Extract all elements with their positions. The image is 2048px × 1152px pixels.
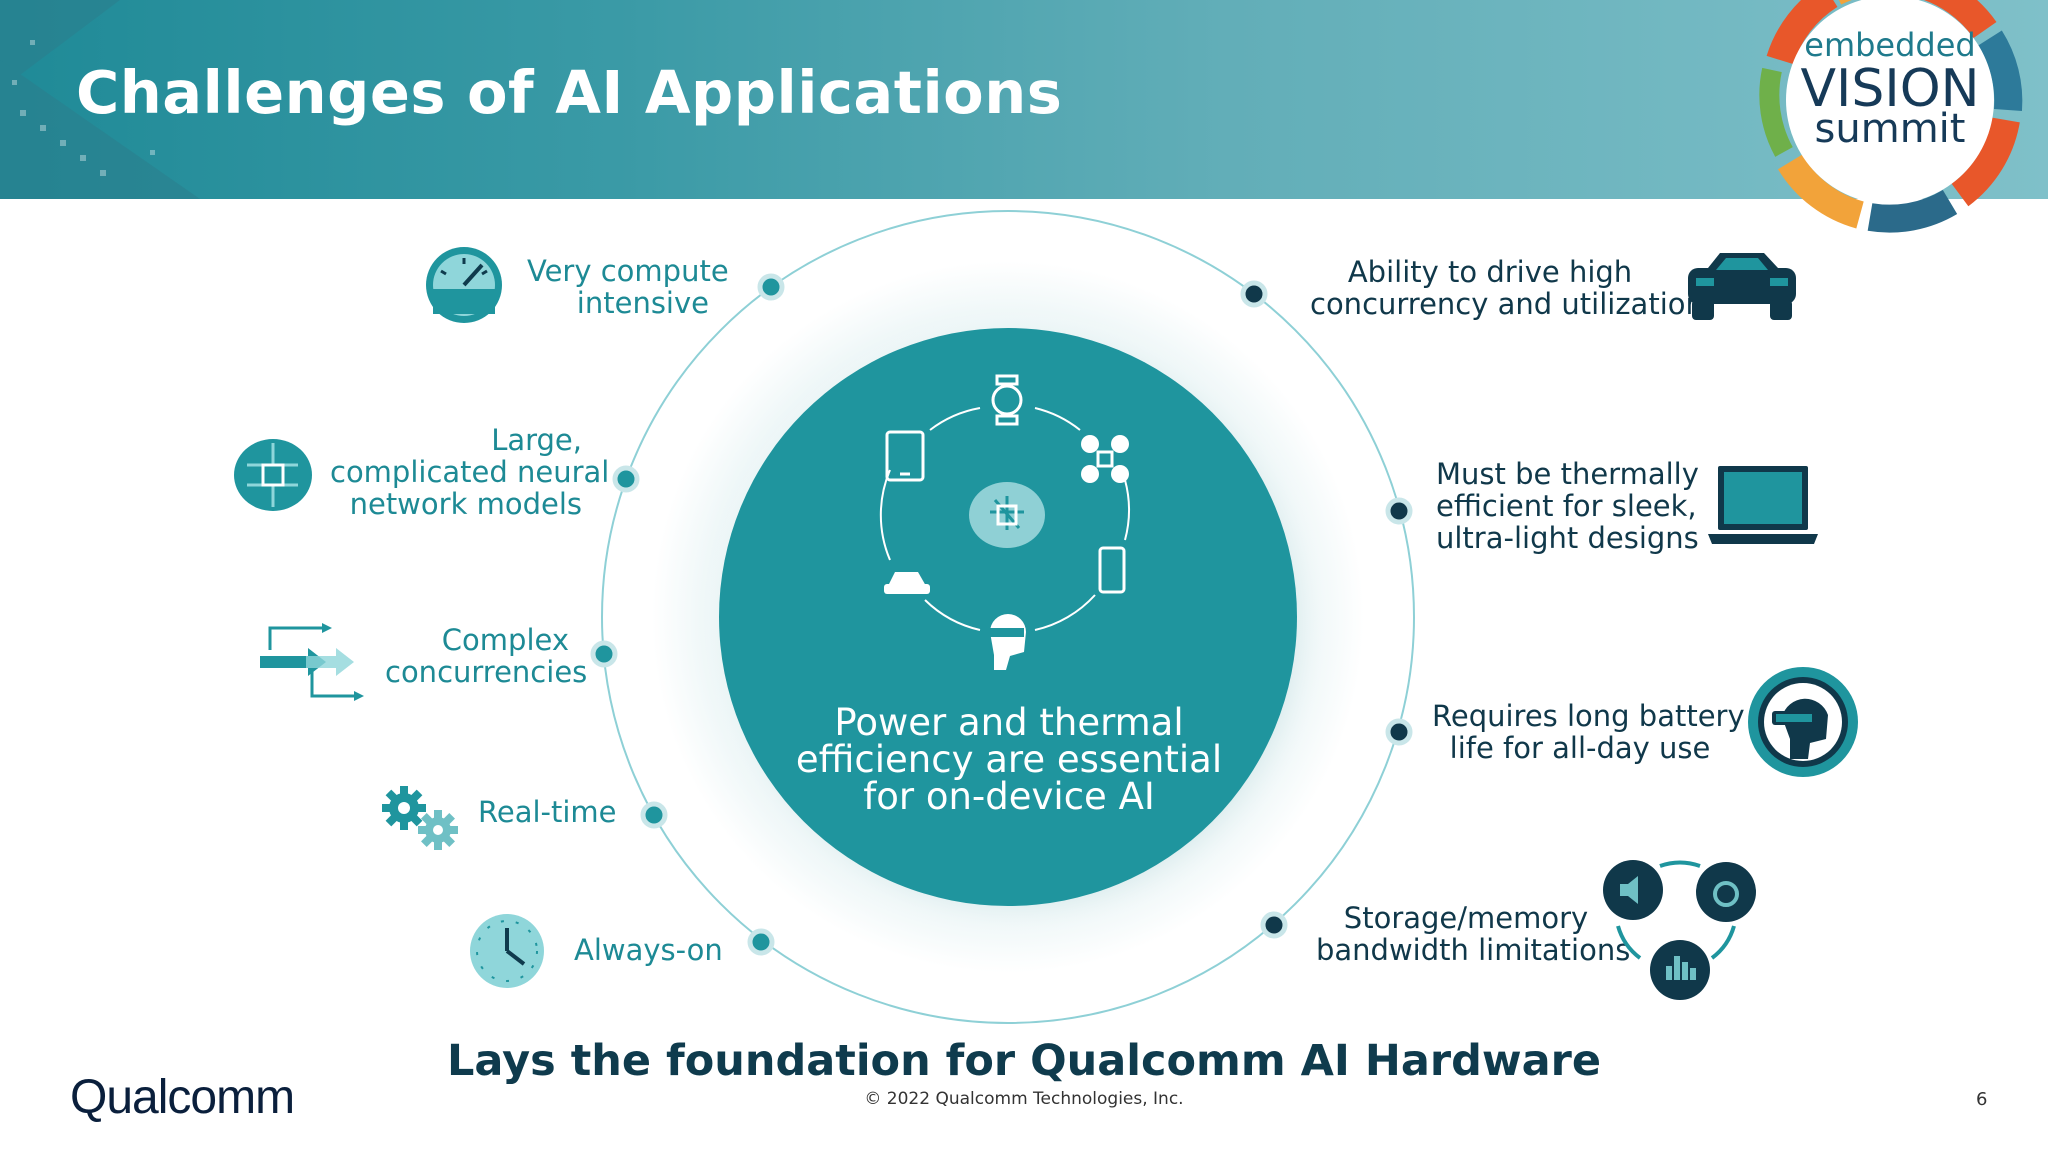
label-complex-concurrencies: Complex concurrencies <box>385 623 588 689</box>
center-line-2: efficiency are essential <box>795 738 1223 781</box>
label-line: Must be thermally <box>1436 457 1699 491</box>
label-line: Ability to drive high <box>1347 255 1633 289</box>
laptop-icon <box>1708 466 1818 544</box>
vr-user-icon <box>990 614 1026 670</box>
ring-dot-3 <box>590 640 618 668</box>
label-line: Very compute <box>527 254 729 288</box>
label-line: concurrency and utilization <box>1310 287 1704 321</box>
ring-dot-4 <box>640 801 668 829</box>
brain-chip-icon <box>234 439 312 511</box>
label-always-on: Always-on <box>574 933 723 967</box>
center-line-1: Power and thermal <box>834 701 1184 744</box>
outer-ring <box>601 210 1415 1024</box>
watch-icon <box>991 374 1023 426</box>
label-line: ultra-light designs <box>1436 521 1699 555</box>
ring-dot-8 <box>1385 718 1413 746</box>
brain-icon <box>969 482 1045 548</box>
arrows-icon <box>260 623 364 701</box>
gauge-icon <box>426 247 502 323</box>
phone-icon <box>1098 546 1126 594</box>
label-battery-life: Requires long battery life for all-day u… <box>1432 699 1745 765</box>
small-car-icon <box>884 572 930 594</box>
qualcomm-logo: Qualcomm <box>70 1071 295 1124</box>
label-real-time: Real-time <box>478 795 617 829</box>
page-number: 6 <box>1976 1089 1988 1110</box>
center-statement: Power and thermal efficiency are essenti… <box>795 704 1223 815</box>
vr-headset-icon <box>1748 667 1858 777</box>
label-drive-concurrency: Ability to drive high concurrency and ut… <box>1310 255 1704 321</box>
ring-dot-2 <box>612 465 640 493</box>
devices-cycle-icon <box>1603 860 1756 1000</box>
ring-dot-7 <box>1385 497 1413 525</box>
label-line: complicated neural <box>330 455 610 489</box>
ring-dot-1 <box>757 273 785 301</box>
logo-embedded-text: embedded <box>1804 26 1975 64</box>
ring-dot-5 <box>747 928 775 956</box>
ring-dots <box>590 273 1413 956</box>
label-line: life for all-day use <box>1449 731 1711 765</box>
label-line: Storage/memory <box>1343 901 1589 935</box>
label-storage-bandwidth: Storage/memory bandwidth limitations <box>1316 901 1631 967</box>
label-line: Complex <box>441 623 569 657</box>
gears-icon <box>382 786 458 850</box>
drone-icon <box>1081 435 1129 483</box>
tablet-icon <box>885 430 925 482</box>
label-line: efficient for sleek, <box>1436 489 1697 523</box>
label-line: Always-on <box>574 933 723 967</box>
label-line: Real-time <box>478 795 617 829</box>
header-decoration <box>0 0 200 199</box>
clock-icon <box>470 914 544 988</box>
center-line-3: for on-device AI <box>863 775 1155 818</box>
label-line: intensive <box>576 286 709 320</box>
logo-vision-text: VISION <box>1800 59 1979 119</box>
label-compute-intensive: Very compute intensive <box>527 254 729 320</box>
device-cycle <box>879 407 1130 631</box>
label-thermally-efficient: Must be thermally efficient for sleek, u… <box>1436 457 1699 555</box>
label-line: Large, <box>491 423 582 457</box>
label-neural-models: Large, complicated neural network models <box>330 423 610 521</box>
label-line: network models <box>349 487 582 521</box>
embedded-vision-summit-logo: embedded VISION summit <box>1759 0 2023 233</box>
label-line: Requires long battery <box>1432 699 1745 733</box>
label-line: bandwidth limitations <box>1316 933 1631 967</box>
tagline: Lays the foundation for Qualcomm AI Hard… <box>447 1036 1601 1086</box>
label-line: concurrencies <box>385 655 588 689</box>
page-title: Challenges of AI Applications <box>76 58 1063 127</box>
logo-summit-text: summit <box>1815 106 1966 152</box>
ring-dot-6 <box>1240 280 1268 308</box>
copyright: © 2022 Qualcomm Technologies, Inc. <box>864 1089 1184 1109</box>
ring-dot-9 <box>1260 911 1288 939</box>
car-icon <box>1688 253 1796 320</box>
header-banner: Challenges of AI Applications <box>0 0 2048 199</box>
